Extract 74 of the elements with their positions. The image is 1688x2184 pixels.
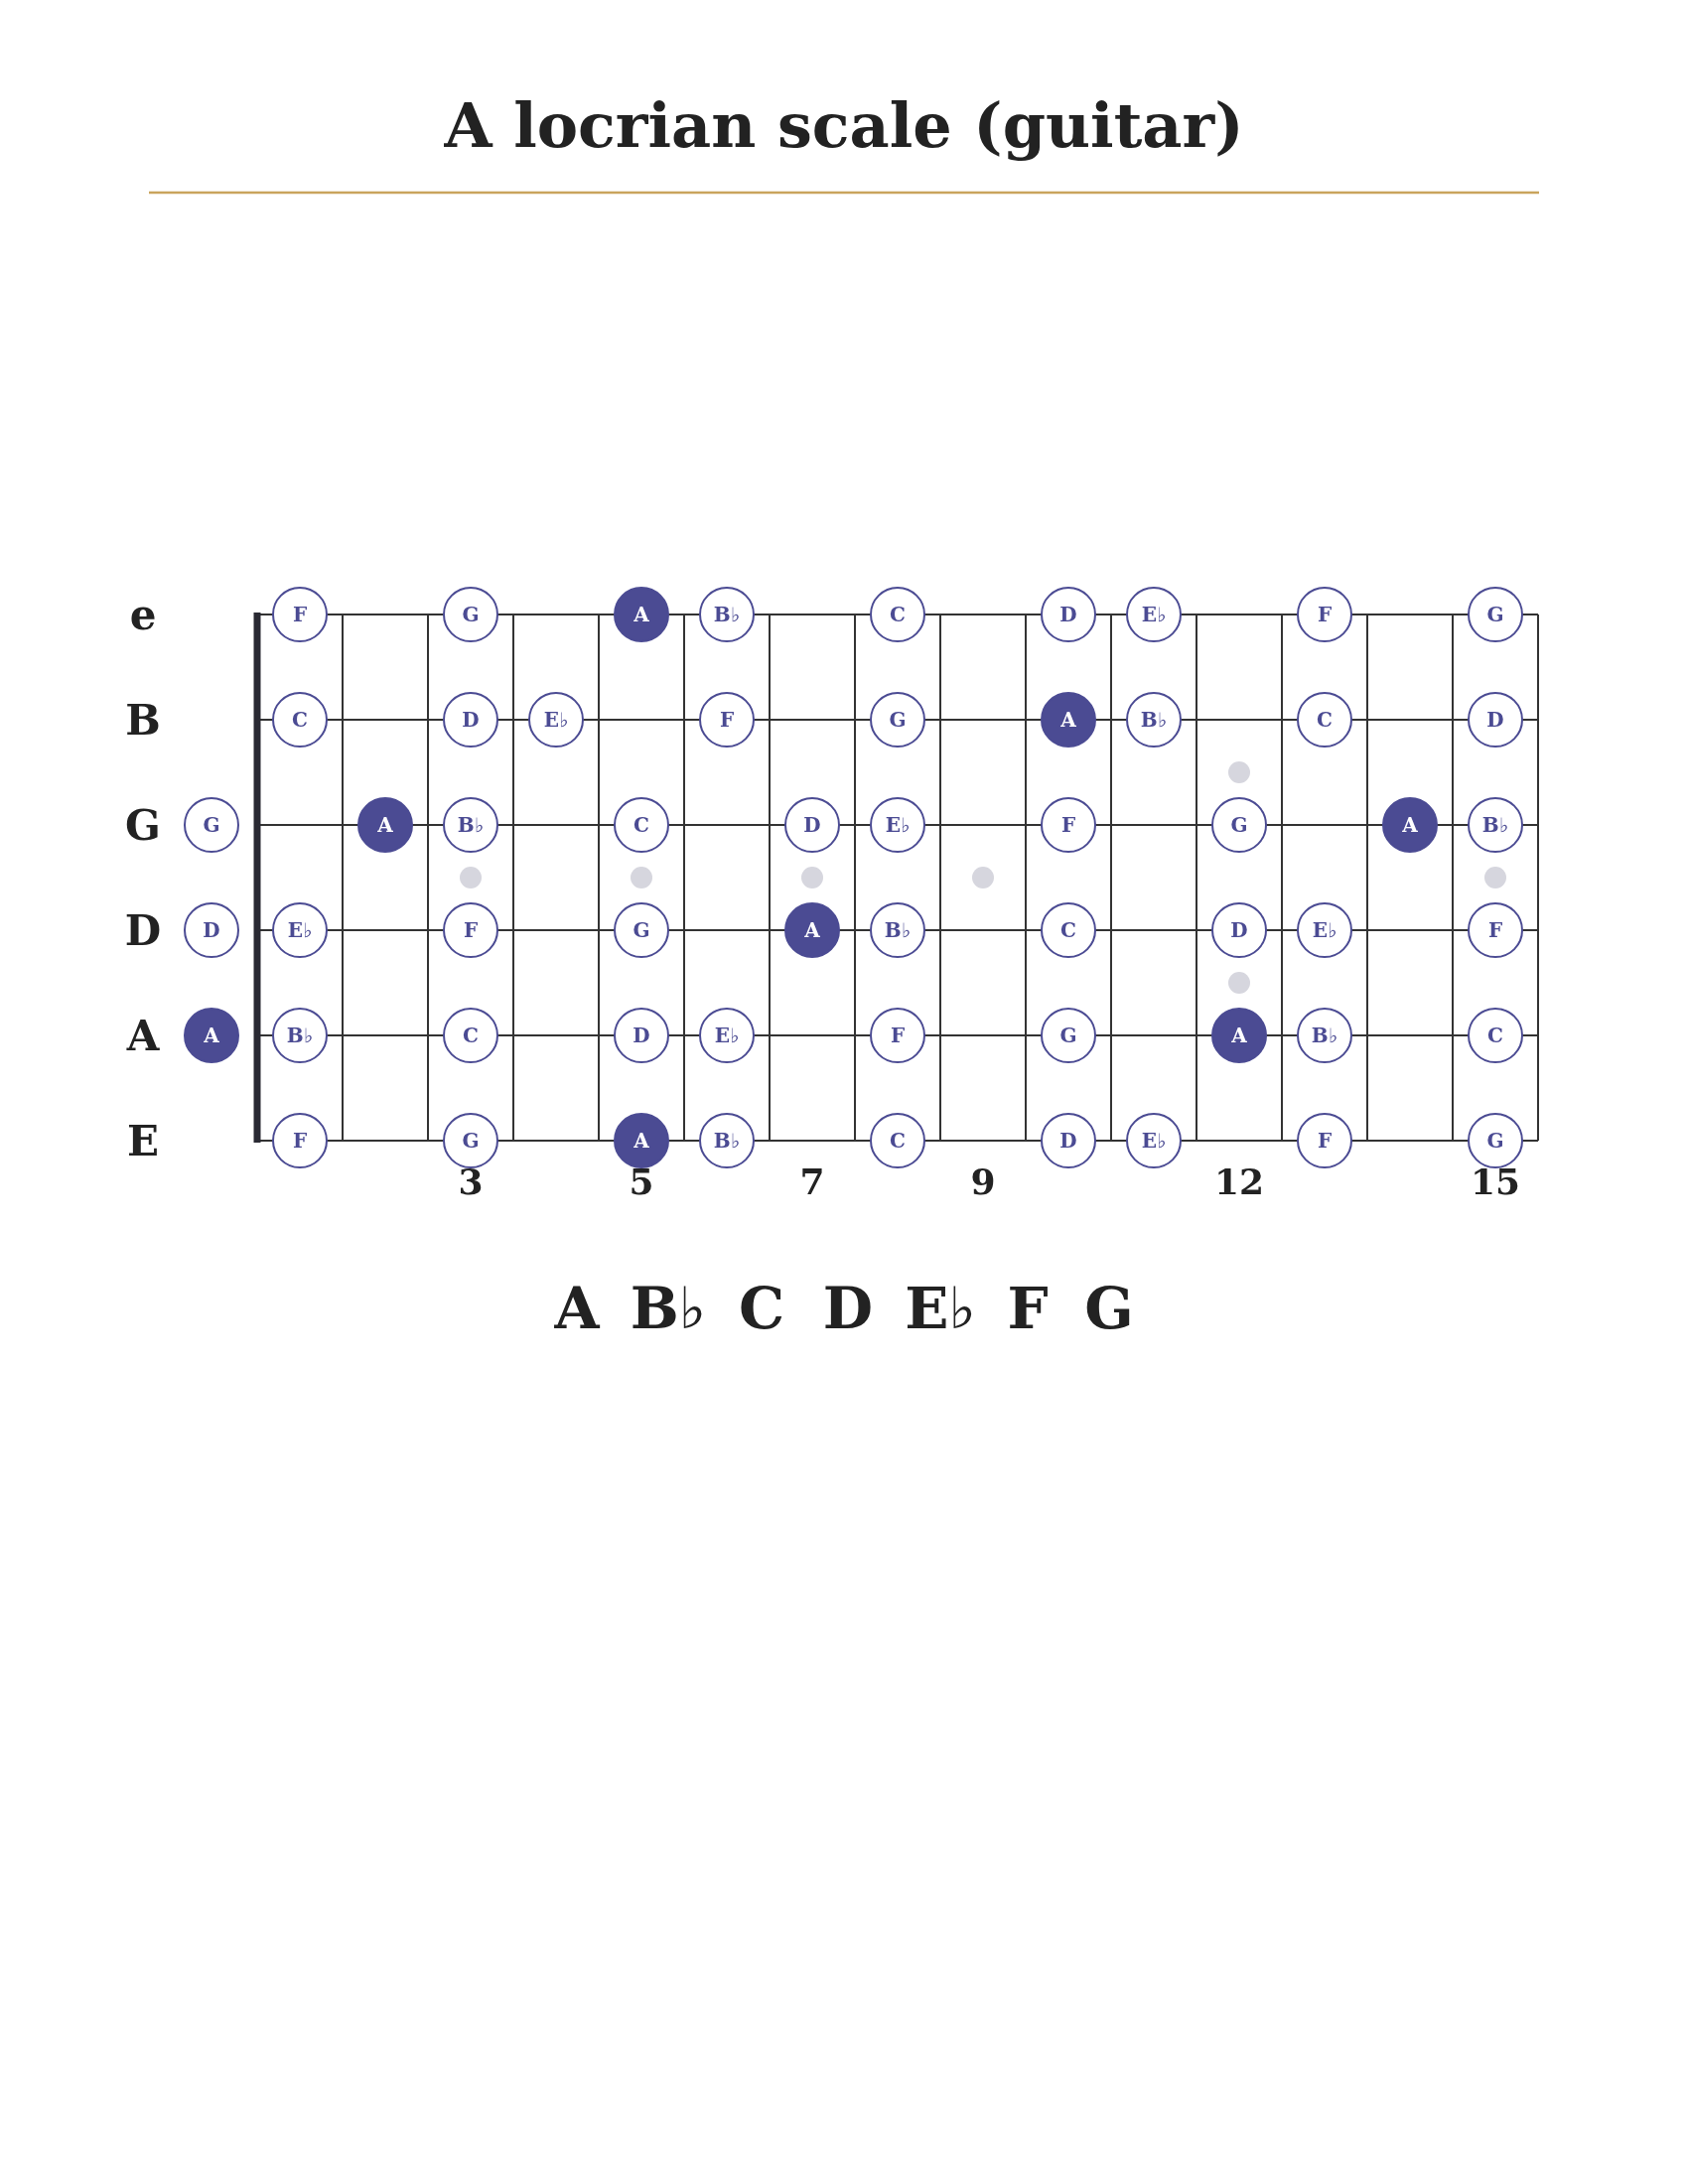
note-marker: E♭	[1126, 1113, 1182, 1168]
note-marker: C	[614, 797, 669, 853]
note-marker: F	[1468, 902, 1523, 958]
root-note-marker: A	[614, 587, 669, 642]
string-name: E	[127, 1116, 159, 1165]
note-marker: F	[443, 902, 498, 958]
note-marker: D	[1468, 692, 1523, 748]
note-marker: B♭	[443, 797, 498, 853]
root-note-marker: A	[784, 902, 840, 958]
title: A locrian scale (guitar)	[444, 88, 1244, 162]
note-marker: C	[1297, 692, 1352, 748]
note-marker: D	[184, 902, 239, 958]
note-marker: B♭	[699, 587, 755, 642]
scale-note: E♭	[905, 1275, 976, 1342]
fret-number: 9	[970, 1160, 996, 1202]
note-marker: F	[699, 692, 755, 748]
note-marker: G	[614, 902, 669, 958]
note-marker: F	[870, 1008, 925, 1063]
scale-note: G	[1084, 1275, 1134, 1342]
string-name: B	[125, 695, 161, 745]
string-name: A	[126, 1011, 160, 1060]
note-marker: C	[870, 1113, 925, 1168]
note-marker: B♭	[699, 1113, 755, 1168]
note-marker: D	[614, 1008, 669, 1063]
root-note-marker: A	[1382, 797, 1438, 853]
note-marker: F	[1297, 1113, 1352, 1168]
fret-number: 7	[799, 1160, 825, 1202]
root-note-marker: A	[184, 1008, 239, 1063]
note-marker: F	[272, 587, 328, 642]
note-marker: C	[272, 692, 328, 748]
root-note-marker: A	[357, 797, 413, 853]
note-marker: G	[1041, 1008, 1096, 1063]
note-marker: C	[443, 1008, 498, 1063]
note-marker: E♭	[699, 1008, 755, 1063]
note-marker: G	[1468, 1113, 1523, 1168]
note-marker: E♭	[870, 797, 925, 853]
note-marker: C	[1468, 1008, 1523, 1063]
note-marker: D	[443, 692, 498, 748]
note-marker: B♭	[870, 902, 925, 958]
note-marker: G	[1211, 797, 1267, 853]
string-name: D	[124, 905, 162, 955]
note-marker: E♭	[272, 902, 328, 958]
note-marker: B♭	[1297, 1008, 1352, 1063]
string-name: e	[129, 590, 157, 639]
note-marker: D	[1041, 1113, 1096, 1168]
note-marker: E♭	[1126, 587, 1182, 642]
note-marker: D	[1211, 902, 1267, 958]
note-marker: E♭	[1297, 902, 1352, 958]
scale-note: F	[1007, 1275, 1049, 1342]
note-marker: B♭	[1468, 797, 1523, 853]
note-marker: G	[443, 1113, 498, 1168]
root-note-marker: A	[1211, 1008, 1267, 1063]
scale-note: B♭	[630, 1275, 707, 1342]
note-marker: E♭	[528, 692, 584, 748]
note-marker: G	[870, 692, 925, 748]
note-marker: F	[1041, 797, 1096, 853]
string-name: G	[125, 800, 161, 850]
scale-note: D	[822, 1275, 874, 1342]
scale-note: C	[738, 1275, 785, 1342]
note-marker: C	[1041, 902, 1096, 958]
note-marker: G	[184, 797, 239, 853]
scale-note: A	[554, 1275, 600, 1342]
note-marker: G	[443, 587, 498, 642]
fret-number: 12	[1213, 1160, 1265, 1202]
note-marker: B♭	[1126, 692, 1182, 748]
note-marker: B♭	[272, 1008, 328, 1063]
root-note-marker: A	[1041, 692, 1096, 748]
note-marker: G	[1468, 587, 1523, 642]
note-marker: F	[1297, 587, 1352, 642]
note-marker: C	[870, 587, 925, 642]
note-marker: D	[1041, 587, 1096, 642]
root-note-marker: A	[614, 1113, 669, 1168]
note-marker: F	[272, 1113, 328, 1168]
note-marker: D	[784, 797, 840, 853]
